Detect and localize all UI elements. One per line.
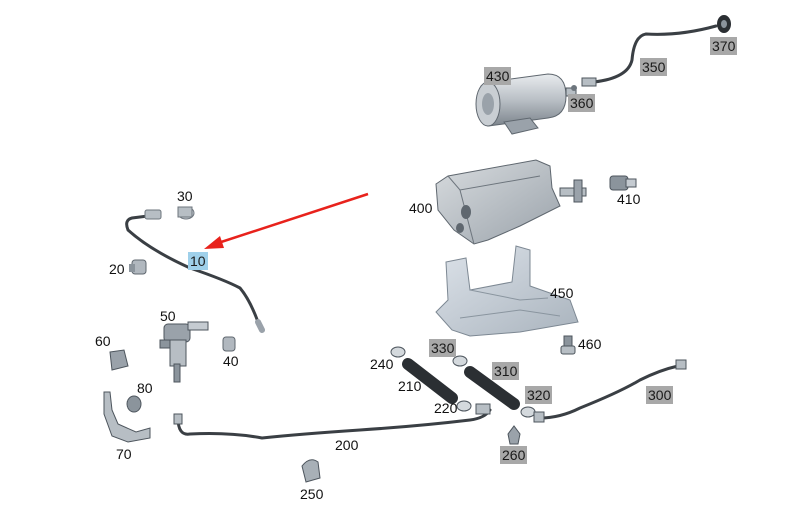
fuel-line-200 xyxy=(176,408,492,440)
canister-400 xyxy=(435,159,587,245)
fuel-line-end-fitting xyxy=(144,209,162,220)
clamp-220 xyxy=(456,400,472,412)
callout-20[interactable]: 20 xyxy=(109,261,125,277)
hose-310 xyxy=(464,366,520,410)
fuel-line-200-fitting xyxy=(173,413,183,425)
clip-30 xyxy=(177,206,195,220)
valve-50 xyxy=(159,321,209,383)
callout-70[interactable]: 70 xyxy=(116,446,132,462)
callout-60[interactable]: 60 xyxy=(95,333,111,349)
hose-210 xyxy=(402,358,458,404)
callout-10[interactable]: 10 xyxy=(188,252,208,270)
callout-450[interactable]: 450 xyxy=(550,285,574,301)
clamp-330 xyxy=(452,355,468,367)
callout-360[interactable]: 360 xyxy=(568,94,596,112)
grommet-370 xyxy=(717,15,731,33)
callout-430[interactable]: 430 xyxy=(484,67,512,85)
callout-220[interactable]: 220 xyxy=(434,400,458,416)
line-350-fitting xyxy=(581,77,597,87)
fuel-line-300 xyxy=(538,364,680,420)
callout-410[interactable]: 410 xyxy=(617,191,641,207)
callout-330[interactable]: 330 xyxy=(429,339,457,357)
callout-260[interactable]: 260 xyxy=(500,446,528,464)
callout-40[interactable]: 40 xyxy=(223,353,239,369)
callout-310[interactable]: 310 xyxy=(492,362,520,380)
connector-220-pipe xyxy=(475,403,491,415)
pointer-arrow-icon xyxy=(204,192,369,249)
callout-370[interactable]: 370 xyxy=(710,37,738,55)
bracket-450 xyxy=(435,245,579,337)
callout-400[interactable]: 400 xyxy=(409,200,433,216)
clamp-240 xyxy=(390,346,406,358)
clip-360 xyxy=(571,85,577,91)
valve-410 xyxy=(609,175,637,191)
grommet-80 xyxy=(126,395,142,413)
bracket-70 xyxy=(103,391,151,443)
fuel-line-10 xyxy=(125,214,265,333)
clip-20 xyxy=(129,259,147,275)
clamp-320 xyxy=(520,406,536,418)
callout-80[interactable]: 80 xyxy=(137,380,153,396)
callout-350[interactable]: 350 xyxy=(640,58,668,76)
callout-320[interactable]: 320 xyxy=(525,386,553,404)
filter-430 xyxy=(475,73,577,135)
fuel-line-300-end xyxy=(675,359,687,370)
bracket-60 xyxy=(109,349,129,371)
callout-50[interactable]: 50 xyxy=(160,308,176,324)
hose-clamps xyxy=(390,346,536,418)
callout-460[interactable]: 460 xyxy=(578,336,602,352)
bolt-460 xyxy=(560,335,576,355)
callout-200[interactable]: 200 xyxy=(335,437,359,453)
callout-300[interactable]: 300 xyxy=(646,386,674,404)
callout-210[interactable]: 210 xyxy=(398,378,422,394)
callout-240[interactable]: 240 xyxy=(370,356,394,372)
fuel-line-300-start xyxy=(533,411,545,423)
clip-40 xyxy=(222,336,236,352)
line-350 xyxy=(592,24,718,84)
callout-250[interactable]: 250 xyxy=(300,486,324,502)
mount-250 xyxy=(301,459,321,483)
callout-30[interactable]: 30 xyxy=(177,188,193,204)
vent-260 xyxy=(507,425,521,445)
